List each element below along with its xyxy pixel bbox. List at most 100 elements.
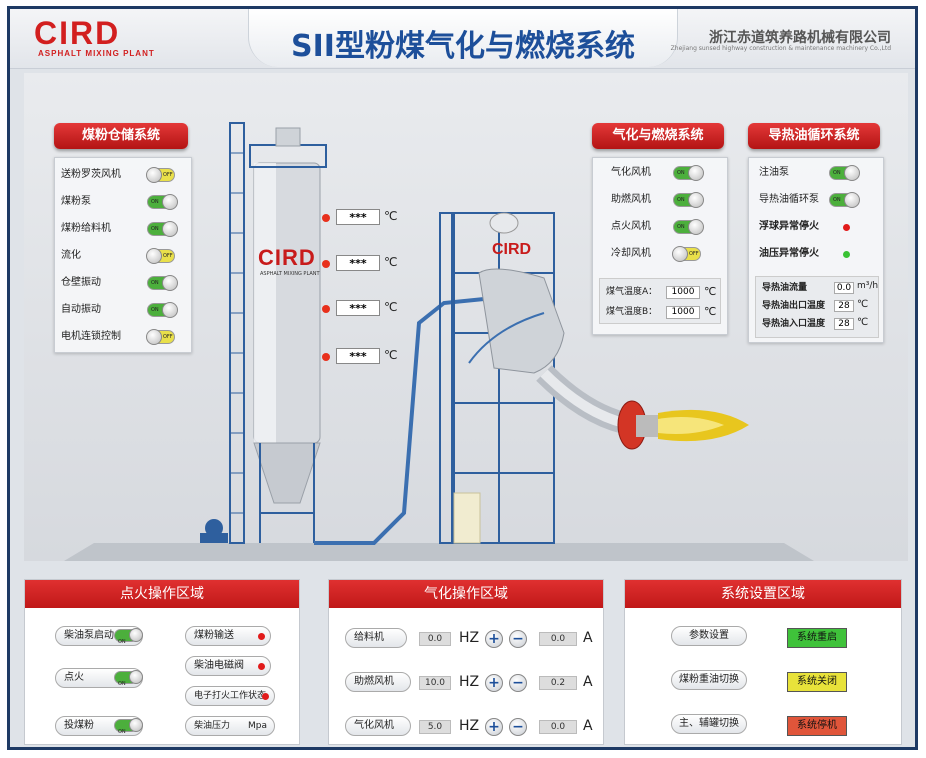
storage-toggle-3[interactable]: ON <box>147 221 178 237</box>
storage-panel-title: 煤粉仓储系统 <box>54 123 188 149</box>
silo-brand: CIRD <box>258 245 316 270</box>
toggle-state: ON <box>151 307 159 313</box>
silo-temp-1: *** <box>336 209 380 225</box>
temp-indicator-2 <box>322 260 330 268</box>
temp-unit: ℃ <box>384 300 398 314</box>
toggle-knob <box>162 221 178 237</box>
hmi-frame: CIRD ASPHALT MIXING PLANT SII型粉煤气化与燃烧系统 … <box>7 6 918 750</box>
blower <box>205 519 223 537</box>
company-name-en: Zhejiang sunsed highway construction & m… <box>670 45 891 52</box>
storage-item: 送粉罗茨风机 <box>61 169 121 180</box>
gasify-item: 冷却风机 <box>611 248 651 259</box>
toggle-state: ON <box>118 639 126 645</box>
temp-indicator-1 <box>322 214 330 222</box>
pill-label: 点火 <box>64 672 84 683</box>
storage-toggle-7[interactable]: OFF <box>146 329 175 345</box>
silo-ladder <box>229 122 245 544</box>
main-aux-tank-switch-button[interactable]: 主、辅罐切换 <box>671 714 747 734</box>
gasify-toggle-1[interactable]: ON <box>673 165 704 181</box>
float-alarm-lamp <box>843 224 850 231</box>
temp-indicator-3 <box>322 305 330 313</box>
toggle-state: ON <box>151 199 159 205</box>
combustion-fan-button[interactable]: 助燃风机 <box>345 672 411 692</box>
storage-toggle-2[interactable]: ON <box>147 194 178 210</box>
oil-flow-label: 导热油流量 <box>762 283 808 293</box>
diesel-pump-toggle[interactable]: ON <box>114 628 143 645</box>
pill-label: 柴油电磁阀 <box>194 660 244 671</box>
pressure-alarm-lamp <box>843 251 850 258</box>
coal-oil-switch-button[interactable]: 煤粉重油切换 <box>671 670 747 690</box>
storage-toggle-6[interactable]: ON <box>147 302 178 318</box>
toggle-state: ON <box>677 170 685 176</box>
oil-inlet-unit: ℃ <box>857 317 869 328</box>
feeder-decrease-button[interactable]: − <box>509 630 527 648</box>
storage-toggle-1[interactable]: OFF <box>146 167 175 183</box>
storage-toggle-5[interactable]: ON <box>147 275 178 291</box>
pill-label: 柴油泵启动 <box>64 630 114 641</box>
oil-item: 导热油循环泵 <box>759 194 819 205</box>
combustion-fan-decrease-button[interactable]: − <box>509 674 527 692</box>
oil-toggle-2[interactable]: ON <box>829 192 860 208</box>
gasify-fan-amp: 0.0 <box>539 720 577 734</box>
toggle-state: ON <box>151 226 159 232</box>
toggle-knob <box>146 167 162 183</box>
page-title: SII型粉煤气化与燃烧系统 <box>291 29 635 64</box>
diesel-pressure-display: 柴油压力 Mpa <box>185 716 275 736</box>
gasify-fan-increase-button[interactable]: + <box>485 718 503 736</box>
feed-coal-toggle[interactable]: ON <box>114 718 143 735</box>
storage-toggle-4[interactable]: OFF <box>146 248 175 264</box>
toggle-state: ON <box>677 197 685 203</box>
gasify-fan-decrease-button[interactable]: − <box>509 718 527 736</box>
toggle-state: OFF <box>163 253 173 259</box>
feed-coal-control[interactable]: 投煤粉 ON <box>55 716 143 736</box>
process-scene: CIRD ASPHALT MIXING PLANT CIRD *** ℃ ***… <box>24 73 908 561</box>
gasify-item: 气化风机 <box>611 167 651 178</box>
gasify-fan-button[interactable]: 气化风机 <box>345 716 411 736</box>
silo-temp-3: *** <box>336 300 380 316</box>
toggle-knob <box>129 670 143 684</box>
diesel-pump-start[interactable]: 柴油泵启动 ON <box>55 626 143 646</box>
feeder-increase-button[interactable]: + <box>485 630 503 648</box>
title-tab <box>248 9 678 67</box>
feeder-button[interactable]: 给料机 <box>345 628 407 648</box>
pill-label: 给料机 <box>354 632 384 643</box>
system-restart-button[interactable]: 系统重启 <box>787 628 847 648</box>
combustion-fan-hz: 10.0 <box>419 676 451 690</box>
ignition-area: 点火操作区域 柴油泵启动 ON 点火 ON 投煤粉 ON 煤粉输送 柴油电磁阀 … <box>24 579 300 745</box>
toggle-knob <box>129 718 143 732</box>
pressure-alarm-label: 油压异常停火 <box>759 248 819 259</box>
gasify-combustion-panel: 气化风机 ON 助燃风机 ON 点火风机 ON 冷却风机 OFF 煤气温度A： … <box>592 157 728 335</box>
temp-unit: ℃ <box>384 255 398 269</box>
toggle-state: ON <box>151 280 159 286</box>
combustion-fan-increase-button[interactable]: + <box>485 674 503 692</box>
system-shutdown-button[interactable]: 系统关闭 <box>787 672 847 692</box>
system-stop-button[interactable]: 系统停机 <box>787 716 847 736</box>
oil-outlet-label: 导热油出口温度 <box>762 301 826 311</box>
float-alarm-label: 浮球异常停火 <box>759 221 819 232</box>
storage-panel: 送粉罗茨风机 OFF 煤粉泵 ON 煤粉给料机 ON 流化 OFF 仓壁振动 O… <box>54 157 192 353</box>
toggle-knob <box>844 192 860 208</box>
oil-flow-value: 0.0 <box>834 282 854 294</box>
gasify-toggle-4[interactable]: OFF <box>672 246 701 262</box>
gas-temp-box: 煤气温度A： 1000 ℃ 煤气温度B： 1000 ℃ <box>599 278 721 324</box>
ignite-control[interactable]: 点火 ON <box>55 668 143 688</box>
gas-temp-b-value: 1000 <box>666 306 700 319</box>
oil-readings-box: 导热油流量 0.0 m³/h 导热油出口温度 28 ℃ 导热油入口温度 28 ℃ <box>755 276 879 338</box>
gasify-toggle-3[interactable]: ON <box>673 219 704 235</box>
parameter-settings-button[interactable]: 参数设置 <box>671 626 747 646</box>
gasify-toggle-2[interactable]: ON <box>673 192 704 208</box>
silo-cone <box>253 442 321 504</box>
coal-conveying-indicator: 煤粉输送 <box>185 626 271 646</box>
status-lamp <box>258 663 265 670</box>
ignite-toggle[interactable]: ON <box>114 670 143 687</box>
silo-temp-2: *** <box>336 255 380 271</box>
storage-item: 仓壁振动 <box>61 277 101 288</box>
pressure-unit: Mpa <box>248 721 267 731</box>
feeder-amp: 0.0 <box>539 632 577 646</box>
oil-toggle-1[interactable]: ON <box>829 165 860 181</box>
ignition-area-title: 点火操作区域 <box>25 580 299 608</box>
gas-temp-b-label: 煤气温度B： <box>606 307 658 317</box>
oil-circulation-panel: 注油泵 ON 导热油循环泵 ON 浮球异常停火 油压异常停火 导热油流量 0.0… <box>748 157 884 343</box>
silo-brand-sub: ASPHALT MIXING PLANT <box>260 271 320 277</box>
company-name: 浙江赤道筑养路机械有限公司 <box>709 30 891 46</box>
